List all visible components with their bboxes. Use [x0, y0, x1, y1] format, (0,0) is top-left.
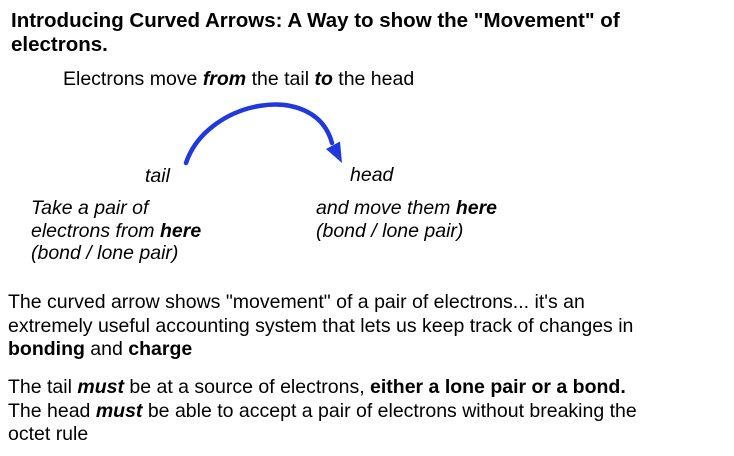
curved-arrow-head-icon — [326, 141, 342, 163]
page-title: Introducing Curved Arrows: A Way to show… — [11, 9, 620, 56]
curved-arrow-path — [183, 102, 335, 166]
paragraph-rules: The tail must be at a source of electron… — [8, 376, 637, 445]
paragraph-accounting: The curved arrow shows "movement" of a p… — [8, 291, 634, 360]
head-label: head — [350, 164, 394, 186]
head-note: and move them here(bond / lone pair) — [316, 197, 498, 242]
intro-line: Electrons move from the tail to the head — [63, 68, 415, 90]
curved-arrow — [183, 102, 342, 166]
tail-label: tail — [145, 165, 170, 187]
